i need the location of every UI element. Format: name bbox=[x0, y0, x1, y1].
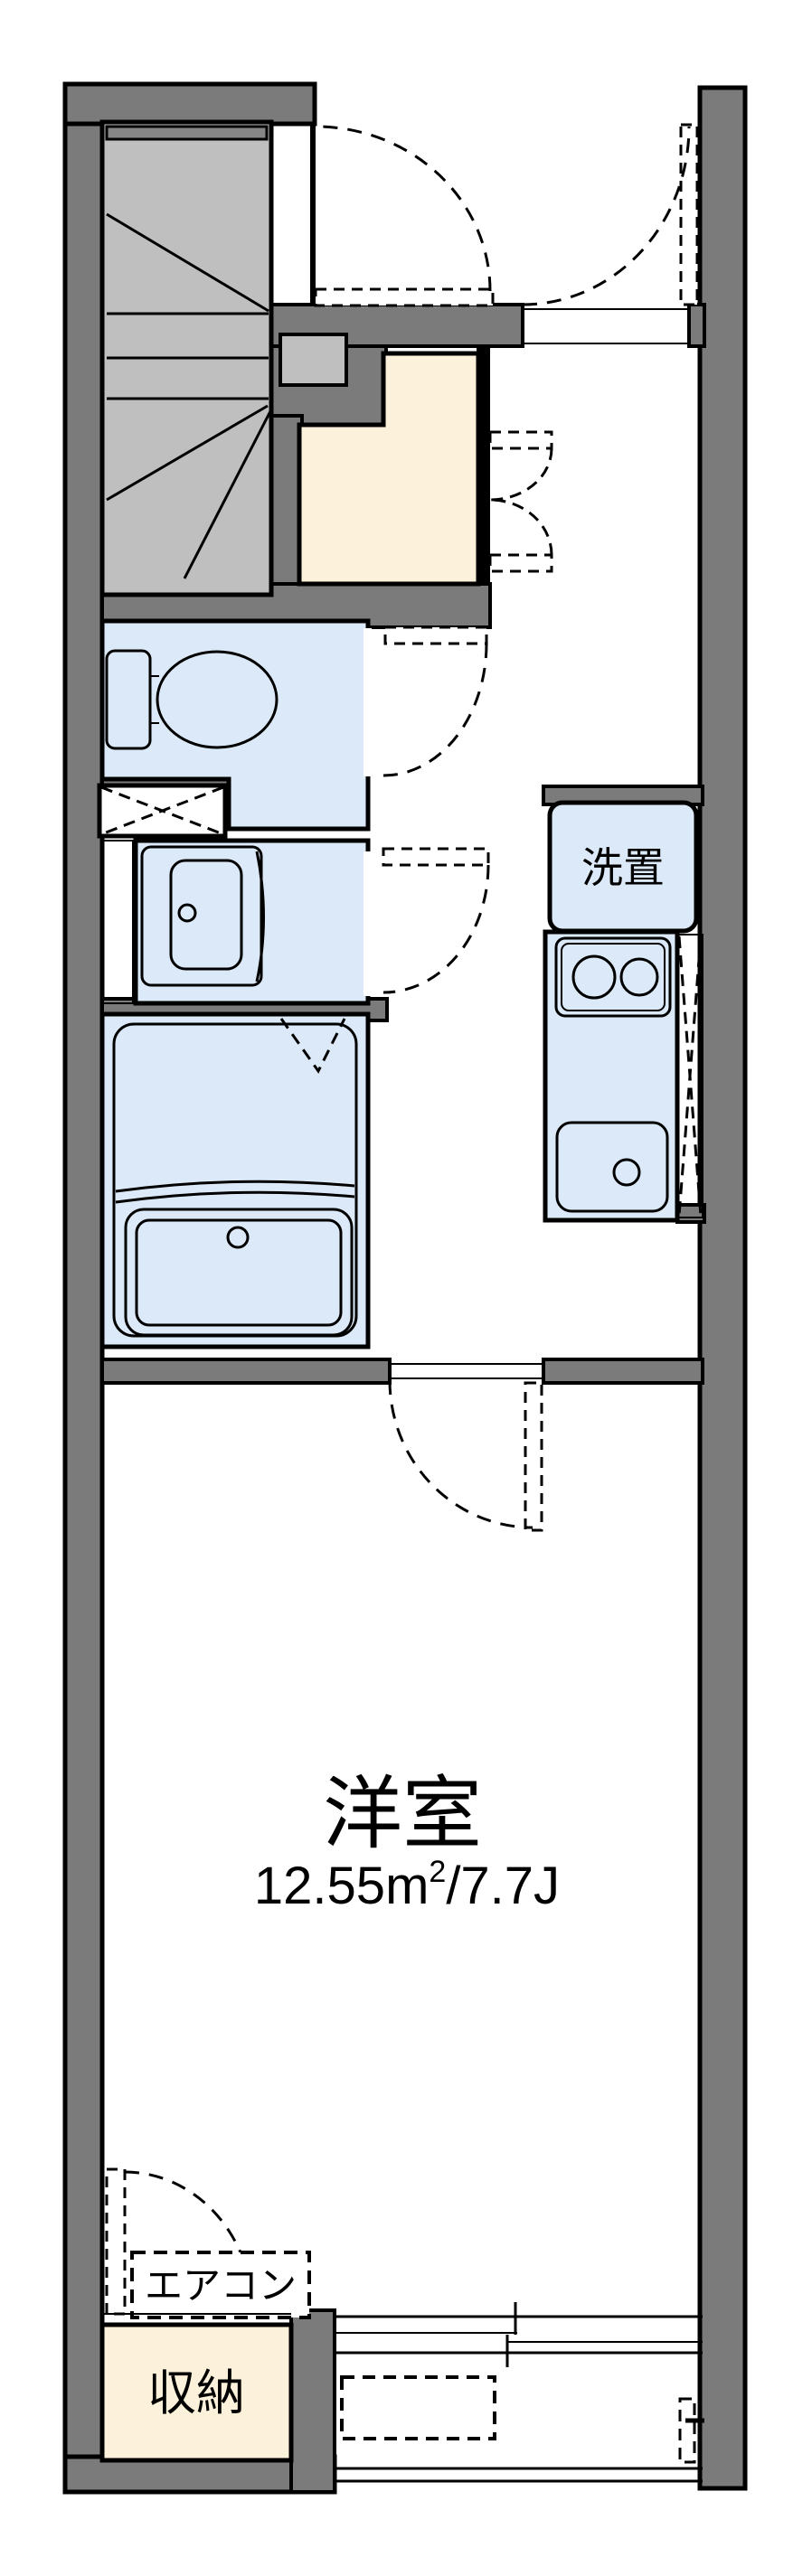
wall-right bbox=[697, 85, 748, 2491]
bath-folding-door bbox=[279, 1018, 346, 1074]
toilet-connector bbox=[150, 675, 159, 724]
counter-side-strip bbox=[676, 934, 703, 1218]
stair-winder-line bbox=[106, 212, 269, 313]
staircase bbox=[99, 119, 348, 597]
storage-closet bbox=[99, 2322, 294, 2463]
wall-balcony-stub bbox=[289, 2308, 336, 2494]
toilet-door-gap bbox=[364, 628, 372, 776]
balcony-equipment-space bbox=[340, 2375, 496, 2440]
washroom-door-gap bbox=[364, 851, 372, 996]
entry-door-leaf bbox=[679, 123, 699, 306]
entry-closet-floor bbox=[297, 351, 481, 587]
counter-side-cross bbox=[677, 935, 703, 1217]
washbasin-edge bbox=[255, 851, 265, 982]
stove-burner-left bbox=[571, 954, 617, 1000]
kitchen-sink bbox=[555, 1121, 669, 1213]
toilet-tank bbox=[105, 649, 152, 750]
wall-room-top-left bbox=[100, 1358, 392, 1385]
washbasin-drain bbox=[177, 903, 197, 923]
washroom bbox=[97, 783, 490, 1006]
bathtub-rim-line bbox=[115, 1190, 355, 1204]
room-area-label: 12.55m2/7.7J bbox=[254, 1855, 560, 1915]
wall-room-top-right bbox=[542, 1358, 704, 1385]
washroom-door-leaf bbox=[382, 847, 490, 867]
room-name-label: 洋室 bbox=[323, 1769, 482, 1858]
kitchen-sink-drain bbox=[612, 1158, 641, 1187]
wall-entry-jamb bbox=[687, 303, 706, 348]
room-door-leaf bbox=[524, 1381, 543, 1532]
meter-box-cross bbox=[100, 785, 224, 836]
washroom-door-swing bbox=[382, 864, 490, 994]
aircon-box bbox=[130, 2251, 311, 2319]
stair-door-swing bbox=[315, 125, 492, 292]
walls bbox=[62, 81, 748, 2495]
bathtub-outer bbox=[124, 1208, 354, 1337]
closet-door-leaf-top bbox=[488, 430, 553, 450]
stove-panel-inner bbox=[561, 943, 666, 1011]
room-area-sup: 2 bbox=[429, 1855, 446, 1889]
bathtub-drain bbox=[226, 1226, 250, 1249]
toilet-door-leaf bbox=[383, 625, 488, 645]
laundry-space-label: 洗置 bbox=[581, 844, 665, 891]
stair-landing-step bbox=[279, 333, 348, 387]
stove-burner-right bbox=[619, 957, 659, 997]
storage-door-leaf bbox=[105, 2167, 127, 2316]
room-area-prefix: 12.55m bbox=[254, 1857, 429, 1915]
washroom-niche bbox=[101, 840, 134, 1004]
storage-label: 収納 bbox=[147, 2366, 245, 2421]
room-area-suffix: /7.7J bbox=[446, 1857, 560, 1915]
entry-door-swing bbox=[522, 126, 691, 306]
kitchen-counter bbox=[543, 929, 680, 1223]
closet-door-swing bbox=[489, 498, 553, 556]
closet-door-swing bbox=[489, 447, 553, 502]
toilet-bowl bbox=[156, 650, 279, 749]
closet-door-leaf-bottom bbox=[488, 553, 553, 573]
washbasin-counter bbox=[140, 845, 263, 987]
stair-door-leaf bbox=[314, 287, 495, 307]
bathroom bbox=[99, 1011, 371, 1349]
toilet-door-swing bbox=[382, 643, 488, 777]
entry-area bbox=[297, 123, 699, 587]
stair-winder-line bbox=[183, 410, 272, 579]
stair-winder-line bbox=[106, 404, 269, 502]
aircon-label: エアコン bbox=[145, 2264, 297, 2307]
bottom-area bbox=[99, 2167, 704, 2483]
stove-panel-outer bbox=[554, 936, 672, 1018]
kitchen bbox=[543, 800, 703, 1223]
wall-top-left bbox=[62, 81, 317, 127]
toilet-room bbox=[99, 618, 488, 832]
main-room-door bbox=[388, 1363, 543, 1532]
wall-left bbox=[62, 81, 105, 2495]
labels: 洗置 洋室 12.55m2/7.7J エアコン 収納 bbox=[145, 844, 665, 2421]
bathtub-rim-line bbox=[115, 1180, 355, 1193]
balcony-partition bbox=[678, 2397, 696, 2464]
room-door-swing bbox=[388, 1379, 533, 1529]
bathtub-inner bbox=[135, 1218, 343, 1327]
staircase-top-landing bbox=[105, 125, 269, 141]
washbasin-bowl bbox=[169, 859, 243, 971]
